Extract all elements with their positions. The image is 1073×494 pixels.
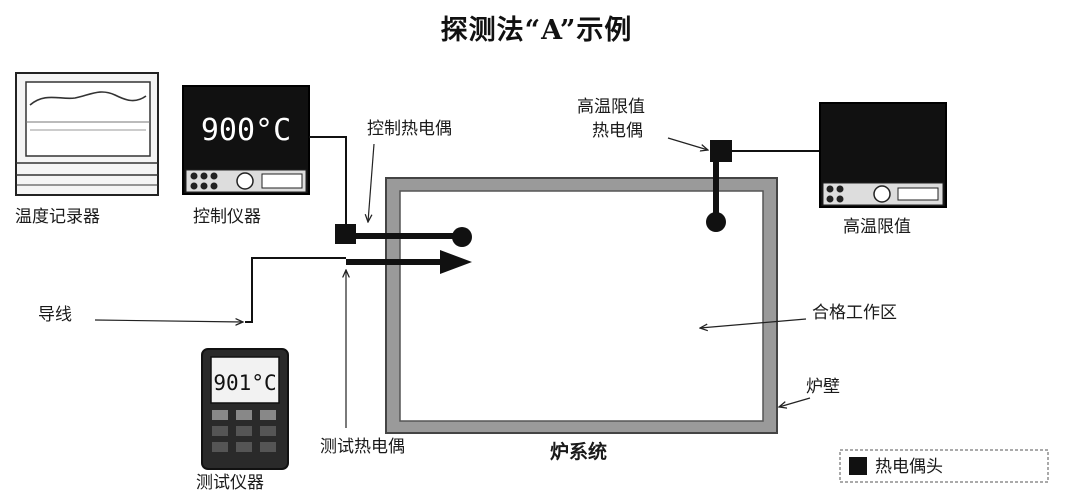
- control-thermocouple-pointer: [368, 143, 375, 222]
- overtemp-thermocouple-label-line1: 高温限值: [577, 97, 645, 117]
- overtemp-limit-instrument: [819, 102, 947, 208]
- test-thermocouple-label: 测试热电偶: [320, 437, 405, 457]
- overtemp-limit-label: 高温限值: [843, 217, 911, 237]
- legend: 热电偶头: [839, 449, 1049, 483]
- overtemp-thermocouple: [706, 140, 820, 232]
- overtemp-thermocouple-label-line2: 热电偶: [592, 121, 643, 141]
- lead-wire-pointer: [94, 320, 243, 322]
- diagram-title: 探测法“A”示例: [440, 15, 633, 46]
- control-wire: [309, 136, 347, 226]
- test-thermocouple: [346, 250, 472, 274]
- control-instrument: [182, 85, 310, 195]
- control-display-reading: 900°C: [201, 113, 291, 148]
- legend-thermocouple-head-swatch: [849, 457, 867, 475]
- furnace-system-label: 炉系统: [550, 440, 607, 463]
- lead-wire-label: 导线: [38, 305, 72, 325]
- lead-wire-line: [245, 257, 346, 323]
- temp-recorder-label: 温度记录器: [15, 207, 100, 227]
- furnace-wall-pointer: [779, 397, 811, 407]
- test-instrument-label: 测试仪器: [196, 473, 264, 493]
- qualified-work-zone-label: 合格工作区: [812, 303, 897, 323]
- overtemp-thermocouple-pointer: [667, 137, 708, 150]
- test-instrument: [201, 348, 289, 470]
- control-instrument-label: 控制仪器: [193, 207, 261, 227]
- test-display-reading: 901°C: [213, 371, 276, 395]
- legend-thermocouple-head-label: 热电偶头: [875, 457, 943, 477]
- furnace-wall-label: 炉壁: [806, 377, 840, 397]
- qualified-work-zone-pointer: [700, 318, 807, 328]
- control-thermocouple-label: 控制热电偶: [367, 119, 452, 139]
- temperature-recorder: [15, 72, 159, 196]
- control-thermocouple: [335, 224, 472, 247]
